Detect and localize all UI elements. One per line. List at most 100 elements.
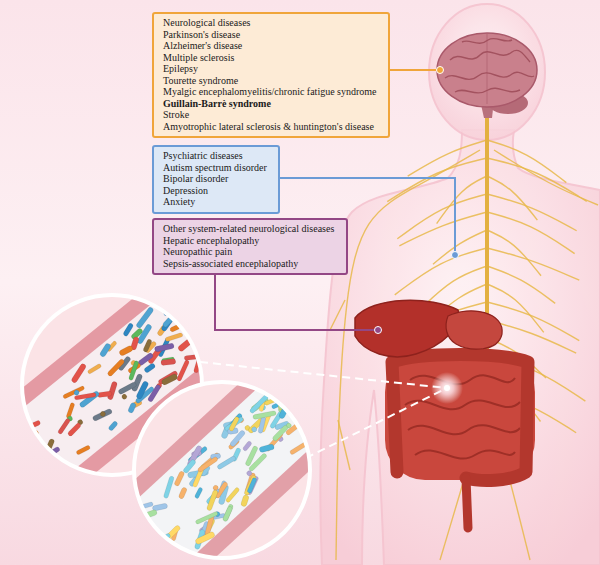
bacterium — [22, 447, 34, 468]
bacterium — [225, 487, 240, 503]
bacterium — [4, 462, 14, 474]
nerve — [437, 176, 487, 224]
disease-item: Guillain-Barrè syndrome — [163, 98, 271, 110]
disease-item: Depression — [163, 185, 208, 197]
bacterium — [136, 561, 143, 565]
bacterium — [112, 533, 119, 540]
intestine-fold — [408, 425, 520, 434]
bacterium — [97, 391, 112, 398]
bacterium — [67, 422, 82, 437]
bacterium — [11, 433, 21, 450]
focus-glow — [431, 372, 463, 404]
abdominal-organs — [355, 300, 535, 528]
nerve — [487, 194, 577, 231]
bacterium — [107, 381, 118, 400]
bacterium — [135, 306, 154, 329]
bacterium — [152, 559, 164, 565]
nerve — [487, 266, 555, 303]
bacterium — [240, 494, 249, 507]
disease-item: Stroke — [163, 109, 189, 121]
bacterium — [18, 437, 36, 452]
bacterium — [297, 374, 304, 381]
bacterium — [107, 358, 125, 377]
nerve-network — [330, 140, 598, 560]
intestine-fold — [405, 400, 520, 409]
brain-fissure — [487, 34, 488, 104]
bacterium — [327, 408, 343, 419]
colon — [392, 355, 528, 481]
bacterium — [12, 434, 19, 441]
disease-item: Myalgic encephalomyelitis/chronic fatigu… — [163, 86, 377, 98]
bacterium — [158, 370, 179, 385]
bacterium — [2, 435, 15, 443]
bacterium — [184, 291, 199, 310]
bacterium — [179, 295, 193, 309]
disease-item: Anxiety — [163, 196, 195, 208]
bacterium — [30, 450, 47, 470]
bacterium — [195, 531, 216, 545]
bacterium — [194, 487, 203, 499]
leader-line — [215, 275, 378, 330]
bacterium — [266, 383, 272, 389]
disease-item: Amyotrophic lateral sclerosis & huntingt… — [163, 121, 374, 133]
bacterium — [159, 543, 166, 550]
bacterium — [251, 426, 258, 433]
bacterium — [11, 430, 18, 437]
nerve — [487, 212, 575, 254]
disease-item: Neuropathic pain — [163, 246, 232, 258]
bacterium — [229, 328, 236, 335]
stomach — [446, 311, 502, 349]
disease-item: Epilepsy — [163, 63, 198, 75]
bacterium — [288, 366, 300, 389]
leader-dot — [452, 252, 459, 259]
bacterium — [163, 476, 174, 499]
bacterium — [174, 471, 185, 487]
bacterium — [215, 312, 232, 322]
bacterium — [228, 416, 239, 432]
bacterium — [104, 531, 111, 538]
bacterium — [193, 334, 200, 341]
bacterium — [108, 420, 119, 431]
bacterium — [57, 418, 70, 435]
disease-item: Sepsis-associated encephalopathy — [163, 258, 298, 270]
bacterium — [179, 300, 200, 312]
bacterium — [197, 284, 210, 299]
bacterium — [136, 380, 149, 399]
bacterium — [206, 327, 222, 337]
bacterium — [259, 444, 275, 453]
nerve — [338, 420, 350, 470]
bacterium — [147, 384, 161, 403]
bacterium — [222, 506, 233, 522]
bacterium — [6, 436, 28, 446]
leader-dot — [437, 67, 444, 74]
bacterium — [299, 420, 305, 426]
bacterium — [242, 440, 252, 451]
zoom-line — [306, 388, 447, 458]
disease-item: Autism spectrum disorder — [163, 162, 267, 174]
bacterium — [79, 390, 100, 408]
category-box: Neurological diseasesParkinson's disease… — [152, 12, 390, 138]
bacterium — [41, 472, 51, 483]
bacterium — [214, 305, 231, 316]
bacterium — [217, 305, 229, 318]
bacterium — [119, 345, 134, 357]
disease-item: Parkinson's disease — [163, 29, 240, 41]
bacterium — [118, 381, 137, 395]
bacterium — [92, 408, 113, 421]
bacterium — [258, 416, 266, 433]
bacterium — [160, 295, 170, 306]
bacterium — [253, 411, 277, 420]
bacterium — [73, 389, 79, 395]
bacterium — [143, 363, 155, 374]
bacterium — [1, 434, 10, 452]
bacterium — [0, 445, 1, 452]
category-box: Other system-related neurological diseas… — [152, 218, 348, 275]
bacterium — [229, 429, 246, 447]
bacterium — [182, 459, 196, 474]
bacterium — [33, 455, 45, 467]
bacterium — [221, 314, 237, 324]
bacterium — [233, 321, 243, 333]
bacteria-group — [104, 359, 343, 565]
